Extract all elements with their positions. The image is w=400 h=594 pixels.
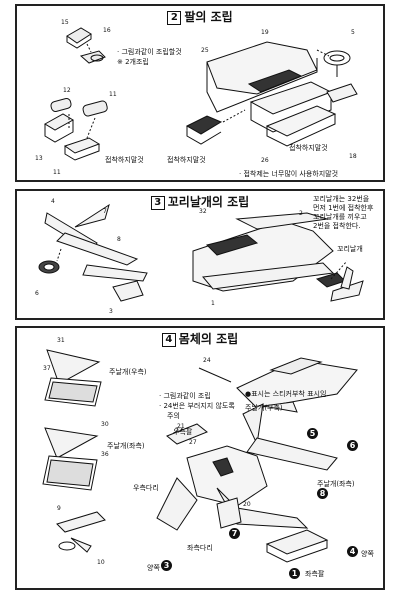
part-number: 6: [35, 290, 39, 297]
wing-right-mid-label: 주날개(우측): [245, 404, 283, 412]
part-number: 9: [57, 505, 61, 512]
part-number: 19: [261, 29, 269, 36]
step3-drawing: [38, 203, 364, 302]
step3-note-4: 2번을 접착한다.: [313, 222, 361, 230]
part-number: 10: [97, 559, 105, 566]
step3-note-1: 꼬리날개는 32번을: [313, 195, 370, 203]
step3-note-2: 먼저 1번에 접착한후: [313, 204, 374, 212]
part-number: 11: [109, 91, 117, 98]
wing-left-label: 주날개(좌측): [107, 442, 145, 450]
both-sides-label: 양쪽: [361, 550, 374, 558]
part-number: 2: [299, 210, 303, 217]
sticker-marker: 3: [161, 560, 172, 571]
step2-drawing: [44, 27, 358, 161]
part-number: 26: [261, 157, 269, 164]
step3-title-text: 꼬리날개의 조립: [167, 195, 250, 209]
step4-note-3: 주의: [167, 412, 180, 420]
part-number: 37: [43, 365, 51, 372]
step2-title-text: 팔의 조립: [184, 10, 233, 24]
part-number: 27: [189, 439, 197, 446]
left-leg-label: 좌측다리: [187, 544, 213, 552]
part-number: 13: [35, 155, 43, 162]
step4-drawing: [42, 349, 358, 563]
part-number: 30: [101, 421, 109, 428]
glue-warning: 접착하지말것: [289, 144, 328, 152]
right-arm-label: 우측팔: [173, 428, 193, 436]
part-number: 31: [57, 337, 65, 344]
part-number: 11: [53, 169, 61, 176]
sticker-marker: 7: [229, 528, 240, 539]
glue-warning: 접착하지말것: [105, 156, 144, 164]
part-number: 12: [63, 87, 71, 94]
part-number: 15: [61, 19, 69, 26]
step4-number: 4: [161, 332, 176, 347]
part-number: 21: [177, 423, 185, 430]
step4-title-text: 몸체의 조립: [178, 332, 239, 346]
sticker-marker: 8: [317, 488, 328, 499]
part-number: 5: [351, 29, 355, 36]
part-number: 1: [211, 300, 215, 307]
step2-note-2: ※ 2개조립: [117, 58, 149, 66]
part-number: 25: [201, 47, 209, 54]
step2-note-1: · 그림과같이 조립할것: [117, 48, 182, 56]
sticker-marker: 4: [347, 546, 358, 557]
sticker-note: ●표시는 스티커부착 표시임.: [245, 390, 329, 398]
part-number: 24: [203, 357, 211, 364]
part-number: 22: [175, 427, 183, 434]
wing-left-mid-label: 주날개(좌측): [317, 480, 355, 488]
step3-note-3: 꼬리날개를 끼우고: [313, 213, 367, 221]
part-number: 4: [51, 198, 55, 205]
part-number: 7: [103, 208, 107, 215]
sticker-marker: 6: [347, 440, 358, 451]
part-number: 18: [349, 153, 357, 160]
step2-number: 2: [167, 10, 182, 25]
left-arm-label: 좌측팔: [305, 570, 325, 578]
step4-note-1: · 그림과같이 조립: [159, 392, 211, 400]
part-number: 32: [199, 208, 207, 215]
glue-warning: 접착하지말것: [167, 156, 206, 164]
part-number: 20: [243, 501, 251, 508]
part-number: 16: [103, 27, 111, 34]
right-leg-label: 우측다리: [133, 484, 159, 492]
step4-note-2: · 24번은 부러지지 않도록: [159, 402, 235, 410]
wing-right-label: 주날개(우측): [109, 368, 147, 376]
both-sides-label: 양쪽: [147, 564, 160, 572]
sticker-marker: 1: [289, 568, 300, 579]
sticker-marker: 5: [307, 428, 318, 439]
step3-number: 3: [150, 195, 165, 210]
part-number: 3: [109, 308, 113, 315]
part-number: 8: [117, 236, 121, 243]
part-number: 36: [101, 451, 109, 458]
tail-wing-label: 꼬리날개: [337, 245, 363, 253]
step2-bottom-note: · 접착제는 너무많이 사용하지말것: [239, 170, 339, 178]
